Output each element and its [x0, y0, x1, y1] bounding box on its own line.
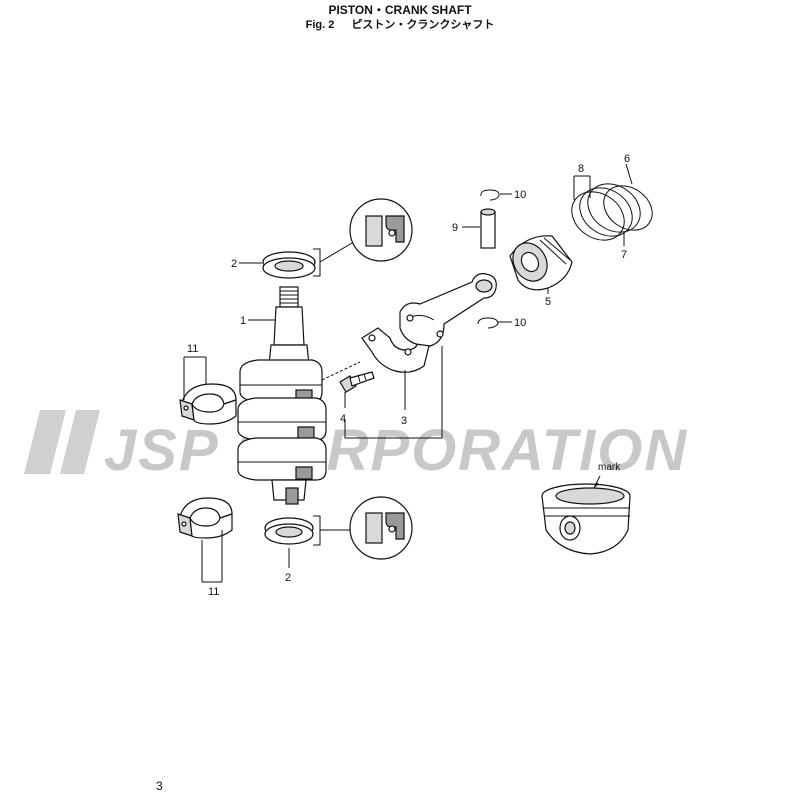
figure-caption: Fig. 2 ピストン・クランクシャフト	[0, 18, 800, 32]
crankshaft	[237, 286, 327, 505]
page-number: 3	[156, 779, 163, 793]
seal-detail-bottom	[349, 496, 413, 560]
piston	[509, 235, 573, 291]
connecting-rod-cap	[361, 327, 431, 373]
callout-8: 8	[578, 163, 584, 175]
callout-1: 1	[240, 315, 246, 327]
main-bearing-top	[179, 383, 237, 425]
callout-5: 5	[545, 296, 551, 308]
callout-10-bottom: 10	[514, 317, 526, 329]
piston-mark-detail	[541, 475, 631, 555]
callout-3: 3	[401, 415, 407, 427]
callout-4: 4	[340, 413, 346, 425]
watermark-text: JSP CORPORATION	[104, 418, 688, 483]
callout-6: 6	[624, 153, 630, 165]
callout-9: 9	[452, 222, 458, 234]
connecting-rod	[399, 273, 497, 347]
watermark: JSP CORPORATION	[24, 410, 688, 483]
leader-lines	[183, 163, 633, 583]
connecting-rod-bolt	[339, 371, 375, 393]
callout-11-bottom: 11	[208, 586, 219, 598]
piston-pin-clip-top	[480, 189, 500, 201]
callout-2-bottom: 2	[285, 572, 291, 584]
oil-seal-top	[262, 242, 353, 279]
piston-rings	[571, 183, 653, 241]
mark-label: mark	[598, 462, 621, 473]
callout-2-top: 2	[231, 258, 237, 270]
oil-seal-bottom	[264, 515, 352, 546]
piston-pin-clip-bottom	[477, 317, 499, 329]
callout-10-top: 10	[514, 189, 526, 201]
callout-11-top: 11	[187, 343, 198, 355]
piston-pin	[480, 208, 496, 249]
callout-7: 7	[621, 249, 627, 261]
main-bearing-bottom	[177, 497, 233, 539]
seal-detail-top	[349, 198, 413, 262]
callout-numbers: 2 1 11 4 3 2 11 9 10 10 5 8 6 7 mark	[187, 153, 630, 598]
page-title: PISTON・CRANK SHAFT	[328, 3, 472, 17]
figure-number: Fig. 2	[305, 19, 335, 31]
figure-title-japanese: ピストン・クランクシャフト	[351, 19, 495, 31]
